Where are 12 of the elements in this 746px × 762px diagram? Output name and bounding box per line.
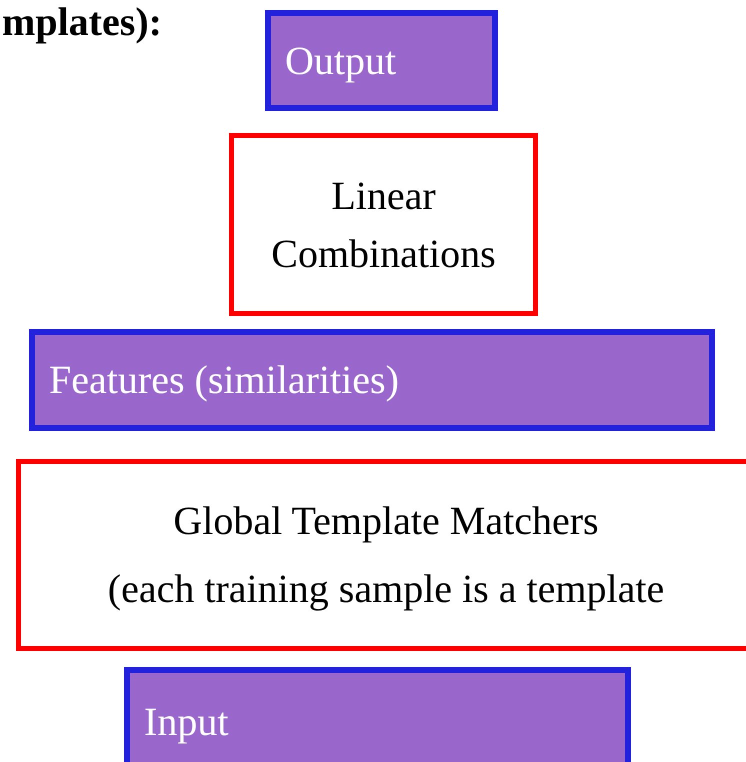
operation-box — [229, 133, 538, 316]
operation-box — [16, 459, 746, 651]
operation-label: (each training sample is a template — [108, 565, 664, 613]
operation-label: Linear Combinations — [270, 172, 497, 278]
layer-box — [124, 667, 631, 762]
layer-box — [29, 329, 715, 431]
operation-label: Global Template Matchers — [173, 497, 599, 545]
layer-box — [265, 10, 498, 111]
layer-label: Features (similarities) — [49, 356, 399, 404]
heading-text: mplates): — [2, 0, 162, 44]
layer-label: Input — [144, 698, 228, 746]
layer-label: Output — [285, 36, 396, 84]
